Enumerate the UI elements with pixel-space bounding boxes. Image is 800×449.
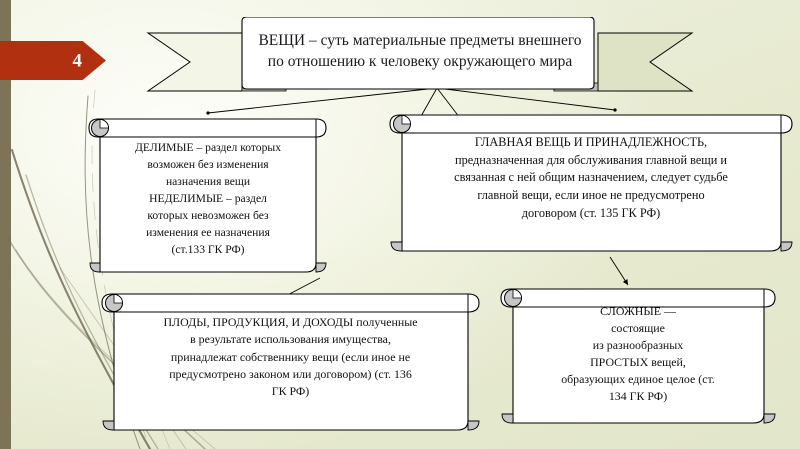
left-edge-stripe xyxy=(0,0,11,449)
box-line: ДЕЛИМЫЕ – раздел которых xyxy=(135,141,281,154)
box-line: назначения вещи xyxy=(165,175,251,189)
scroll-box-plody[interactable]: ПЛОДЫ, ПРОДУКЦИЯ, И ДОХОДЫ полученные в … xyxy=(101,288,480,436)
box-line: ГЛАВНАЯ ВЕЩЬ И ПРИНАДЛЕЖНОСТЬ, xyxy=(474,135,708,149)
box-line: ПРОСТЫХ вещей, xyxy=(590,354,686,369)
scroll-box-delimye[interactable]: ДЕЛИМЫЕ – раздел которых возможен без из… xyxy=(88,113,328,278)
box-line: предназначенная для обслуживания главной… xyxy=(455,152,727,167)
box-line: связанная с ней общим назначением, следу… xyxy=(454,170,728,185)
box-line: СЛОЖНЫЕ — xyxy=(600,304,676,318)
box-line: 134 ГК РФ) xyxy=(608,388,668,403)
box-line: в результате использования имущества, xyxy=(190,332,391,347)
slide-number-badge: 4 xyxy=(0,41,106,80)
box-line: предусмотрено законом или договором) (ст… xyxy=(169,366,412,381)
ribbon-shape xyxy=(146,17,694,92)
horizontal-scroll-shape xyxy=(101,293,480,431)
box-line: ГК РФ) xyxy=(271,384,310,398)
scroll-box-slozhnye[interactable]: СЛОЖНЫЕ — состоящие из разнообразных ПРО… xyxy=(500,283,776,429)
title-line: по отношению к человеку окружающего мира xyxy=(267,52,573,70)
horizontal-scroll-shape xyxy=(500,288,776,424)
scroll-box-delimye-text: ДЕЛИМЫЕ – раздел которых возможен без из… xyxy=(102,139,314,258)
title-ribbon-text: ВЕЩИ – суть материальные предметы внешне… xyxy=(242,31,598,72)
box-line: договором (ст. 135 ГК РФ) xyxy=(521,205,661,220)
box-line: состоящие xyxy=(611,320,665,335)
scroll-box-slozhnye-text: СЛОЖНЫЕ — состоящие из разнообразных ПРО… xyxy=(514,303,762,404)
box-line: (ст.133 ГК РФ) xyxy=(171,243,245,257)
scroll-box-glavnaya-text: ГЛАВНАЯ ВЕЩЬ И ПРИНАДЛЕЖНОСТЬ, предназна… xyxy=(405,134,777,223)
box-line: возможен без изменения xyxy=(147,158,269,172)
box-line: принадлежат собственнику вещи (если иное… xyxy=(170,349,411,364)
horizontal-scroll-shape xyxy=(389,114,793,252)
horizontal-scroll-shape xyxy=(88,118,327,273)
box-line: НЕДЕЛИМЫЕ – раздел xyxy=(149,192,267,206)
box-line: ПЛОДЫ, ПРОДУКЦИЯ, И ДОХОДЫ полученные xyxy=(163,315,418,329)
box-line: образующих единое целое (ст. xyxy=(561,371,715,386)
badge-arrow-shape xyxy=(0,41,106,80)
box-line: изменения ее назначения xyxy=(146,226,270,240)
box-line: которых невозможен без xyxy=(147,209,269,223)
scroll-box-plody-text: ПЛОДЫ, ПРОДУКЦИЯ, И ДОХОДЫ полученные в … xyxy=(115,314,466,400)
scroll-box-glavnaya-veshch[interactable]: ГЛАВНАЯ ВЕЩЬ И ПРИНАДЛЕЖНОСТЬ, предназна… xyxy=(389,109,793,257)
title-ribbon[interactable]: ВЕЩИ – суть материальные предметы внешне… xyxy=(146,17,694,99)
title-line: ВЕЩИ – суть материальные предметы внешне… xyxy=(258,32,582,49)
slide-number-label: 4 xyxy=(72,50,83,71)
box-line: главной вещи, если иное не предусмотрено xyxy=(477,188,705,203)
box-line: из разнообразных xyxy=(592,337,684,352)
